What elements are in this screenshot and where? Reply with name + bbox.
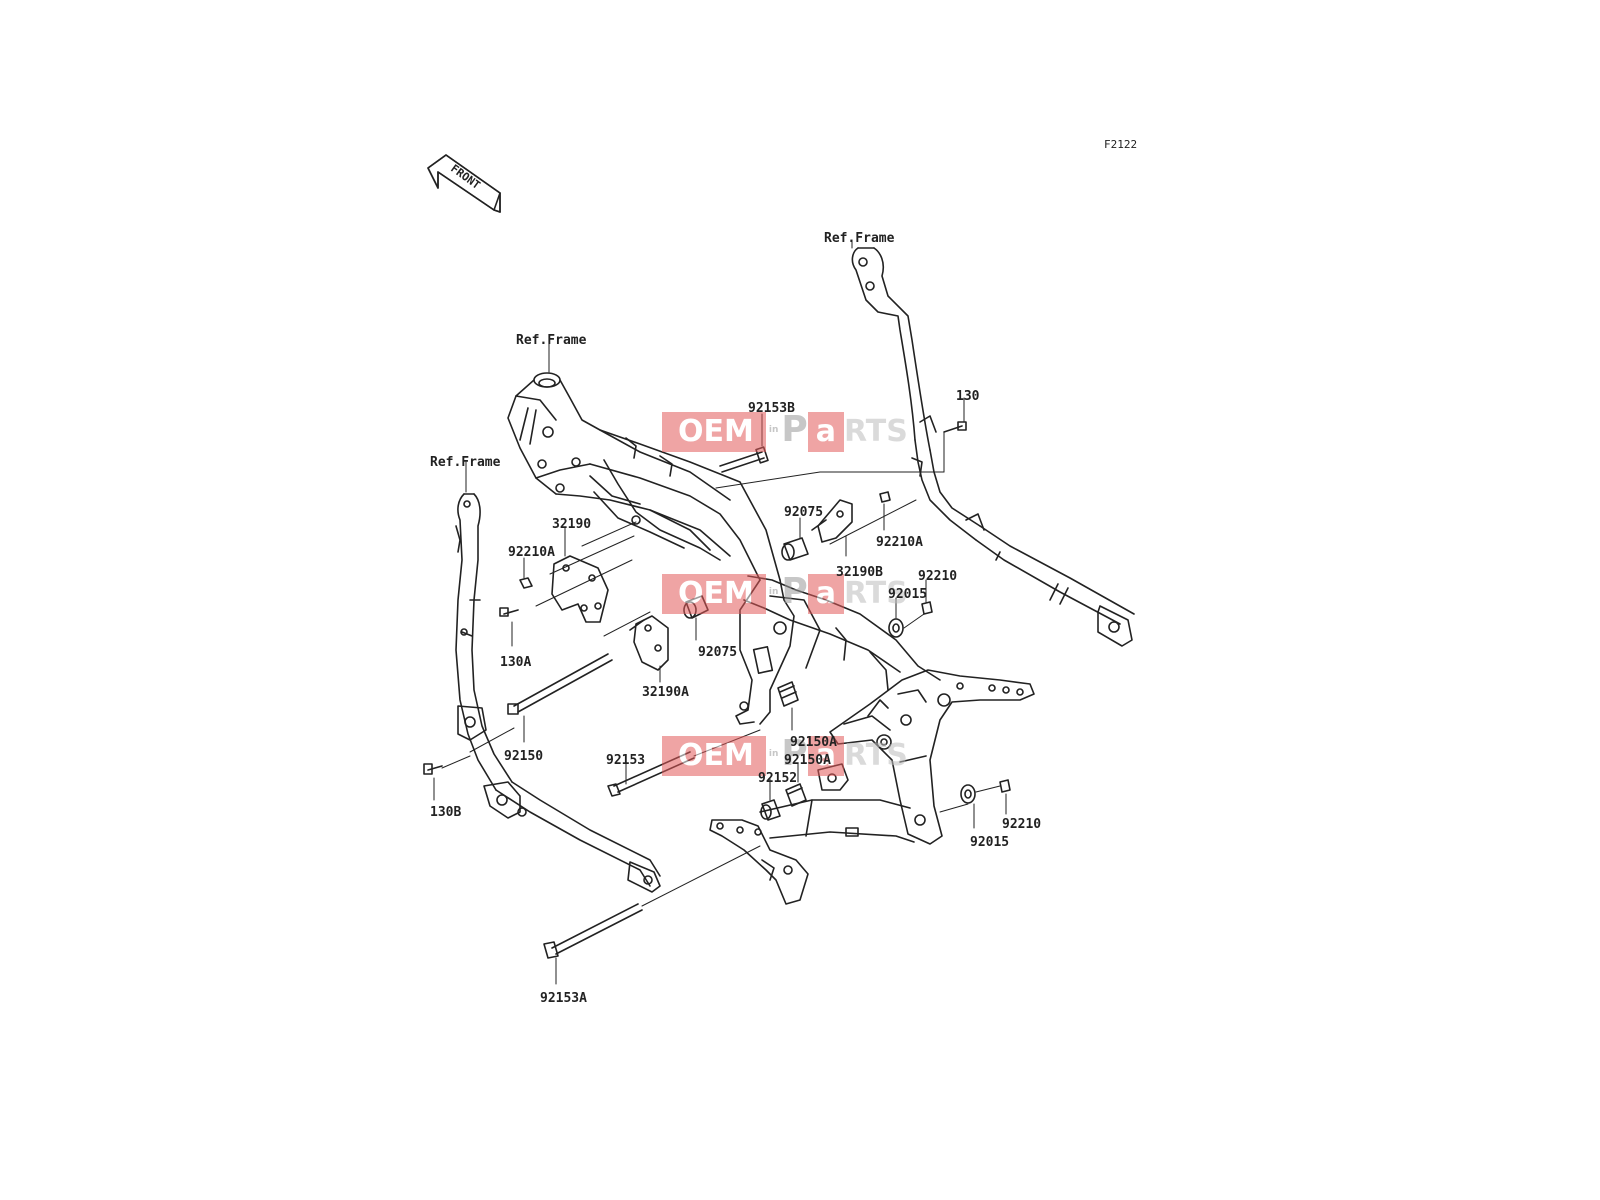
ref-frame-label: Ref.Frame bbox=[824, 231, 895, 246]
part-callout[interactable]: 92153B bbox=[748, 401, 795, 416]
part-callout[interactable]: 92015 bbox=[970, 835, 1010, 850]
part-callout[interactable]: 92210 bbox=[918, 569, 958, 584]
part-callout[interactable]: 32190A bbox=[642, 685, 689, 700]
part-callout[interactable]: 92075 bbox=[784, 505, 824, 520]
right-downtube bbox=[851, 247, 1135, 647]
part-callout[interactable]: 92210 bbox=[1002, 817, 1042, 832]
part-callout[interactable]: 92153A bbox=[540, 991, 587, 1006]
part-callout[interactable]: 32190B bbox=[836, 565, 883, 580]
diagram-code: F2122 bbox=[1104, 138, 1138, 151]
left-downtube bbox=[455, 493, 661, 893]
part-callout[interactable]: 92150 bbox=[504, 749, 544, 764]
part-callout[interactable]: 92015 bbox=[888, 587, 928, 602]
part-callout[interactable]: 92152 bbox=[758, 771, 798, 786]
rear-frame-plate bbox=[709, 669, 1035, 905]
ref-frame-label: Ref.Frame bbox=[430, 455, 501, 470]
part-callout[interactable]: 32190 bbox=[552, 517, 592, 532]
front-arrow-icon bbox=[427, 154, 501, 213]
part-callout[interactable]: 92210A bbox=[876, 535, 923, 550]
part-callout[interactable]: 92075 bbox=[698, 645, 738, 660]
part-callout[interactable]: 92150A bbox=[790, 735, 837, 750]
ref-frame-label: Ref.Frame bbox=[516, 333, 587, 348]
part-callout[interactable]: 130A bbox=[500, 655, 532, 670]
main-backbone bbox=[507, 372, 941, 725]
part-callout[interactable]: 130 bbox=[956, 389, 980, 404]
part-callout[interactable]: 130B bbox=[430, 805, 462, 820]
leader-lines bbox=[433, 239, 1007, 985]
part-callout[interactable]: 92150A bbox=[784, 753, 831, 768]
long-bolts bbox=[423, 421, 967, 959]
part-callout[interactable]: 92153 bbox=[606, 753, 646, 768]
part-callout[interactable]: 92210A bbox=[508, 545, 555, 560]
